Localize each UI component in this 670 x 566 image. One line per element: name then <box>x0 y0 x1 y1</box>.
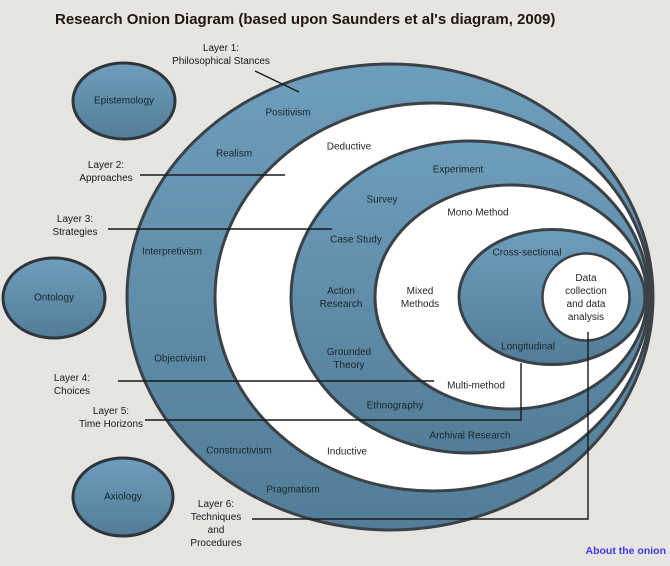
about-the-onion-link[interactable]: About the onion <box>585 545 666 557</box>
layer-5-caption: Layer 5: Time Horizons <box>78 406 144 430</box>
label-longitudinal: Longitudinal <box>501 341 555 353</box>
label-multi-method: Multi-method <box>447 380 505 392</box>
axiology-ellipse <box>71 456 175 538</box>
epistemology-label: Epistemology <box>93 95 155 107</box>
ontology-ellipse <box>1 256 107 340</box>
label-pragmatism: Pragmatism <box>266 484 320 496</box>
label-action-research: Action Research <box>319 286 363 310</box>
layer-4-caption: Layer 4: Choices <box>53 373 91 397</box>
epistemology-ellipse <box>71 61 177 141</box>
label-interpretivism: Interpretivism <box>141 246 203 258</box>
layer-6-caption: Layer 6: Techniques and Procedures <box>190 499 242 549</box>
ontology-label: Ontology <box>33 292 75 304</box>
layer-1-pointer-line <box>254 70 300 93</box>
layer-2-caption: Layer 2: Approaches <box>79 160 133 184</box>
label-archival-research: Archival Research <box>429 430 511 442</box>
label-objectivism: Objectivism <box>154 353 206 365</box>
label-inductive: Inductive <box>326 446 368 458</box>
layer-1-caption: Layer 1: Philosophical Stances <box>172 43 270 67</box>
label-mixed-methods: Mixed Methods <box>400 286 440 310</box>
label-experiment: Experiment <box>432 164 484 176</box>
label-deductive: Deductive <box>326 141 372 153</box>
ring-6-core-data-collection <box>541 252 631 342</box>
label-realism: Realism <box>215 148 253 160</box>
layer-6-pointer-line <box>252 332 589 520</box>
page-title: Research Onion Diagram (based upon Saund… <box>55 11 556 28</box>
label-mono-method: Mono Method <box>447 207 509 219</box>
label-data-collection-analysis: Data collection and data analysis <box>565 273 607 323</box>
label-case-study: Case Study <box>330 234 382 246</box>
layer-5-pointer-line <box>145 363 522 421</box>
layer-3-caption: Layer 3: Strategies <box>52 214 98 238</box>
label-constructivism: Constructivism <box>206 445 272 457</box>
label-grounded-theory: Grounded Theory <box>326 347 372 371</box>
label-survey: Survey <box>366 194 398 206</box>
label-ethnography: Ethnography <box>366 400 424 412</box>
label-positivism: Positivism <box>265 107 311 119</box>
label-cross-sectional: Cross-sectional <box>492 247 562 259</box>
axiology-label: Axiology <box>104 491 142 503</box>
